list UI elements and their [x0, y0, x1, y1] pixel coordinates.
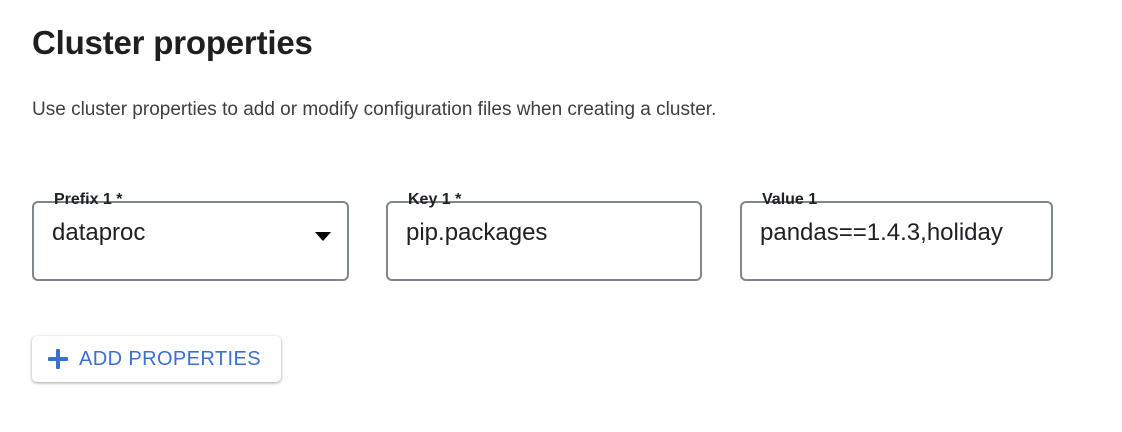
key-value-container: pip.packages: [406, 217, 690, 251]
prefix-field-label: Prefix 1 *: [54, 191, 123, 208]
chevron-down-icon[interactable]: [315, 232, 331, 241]
prefix-value-container: dataproc: [52, 217, 293, 251]
field-label-notch: [398, 199, 478, 201]
field-label-notch: [752, 199, 828, 201]
page-title: Cluster properties: [32, 24, 313, 61]
plus-icon: [48, 349, 68, 369]
value-field-label: Value 1: [762, 191, 818, 208]
prefix-select-field[interactable]: Prefix 1 * dataproc: [32, 191, 349, 281]
field-label-notch: [44, 199, 146, 201]
add-properties-button-label: ADD PROPERTIES: [79, 348, 261, 370]
value-input-value[interactable]: pandas==1.4.3,holiday: [760, 219, 1003, 246]
key-field-label: Key 1 *: [408, 191, 462, 208]
prefix-selected-value: dataproc: [52, 219, 146, 246]
key-input-value[interactable]: pip.packages: [406, 219, 548, 246]
value-value-container: pandas==1.4.3,holiday: [760, 217, 1041, 251]
section-description: Use cluster properties to add or modify …: [32, 99, 717, 120]
value-input-field[interactable]: Value 1 pandas==1.4.3,holiday: [740, 191, 1053, 281]
add-properties-button[interactable]: ADD PROPERTIES: [32, 336, 281, 382]
key-input-field[interactable]: Key 1 * pip.packages: [386, 191, 702, 281]
